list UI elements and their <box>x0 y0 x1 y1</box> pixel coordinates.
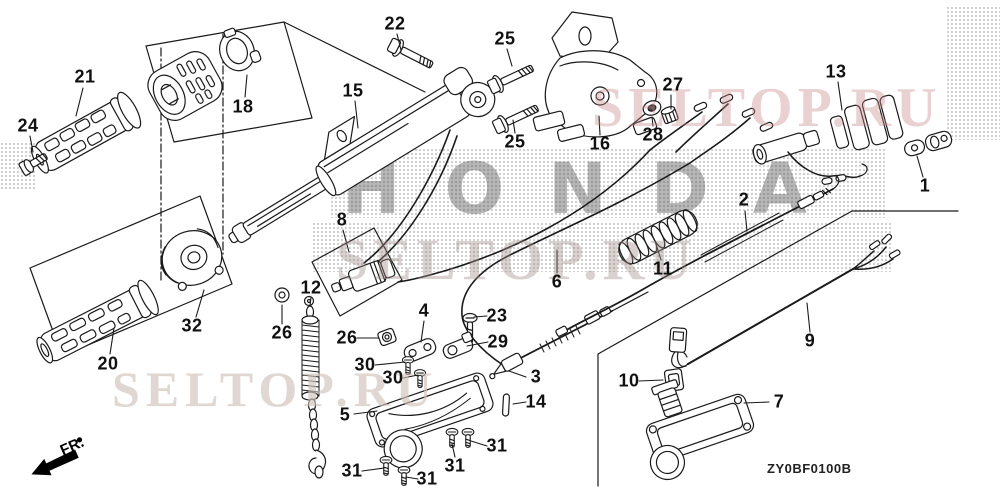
callout-leader-lines <box>29 33 924 480</box>
leader-31-35 <box>470 440 488 447</box>
leader-14-30 <box>512 401 527 405</box>
callout-15-8: 15 <box>342 80 364 101</box>
halftone-band-lower <box>312 222 892 272</box>
leader-31-33 <box>405 476 419 480</box>
cable-switch <box>331 258 396 293</box>
callout-20-4: 20 <box>97 353 119 374</box>
callout-10-21: 10 <box>618 370 640 391</box>
callout-4-24: 4 <box>418 300 430 321</box>
leader-1-15 <box>916 155 924 178</box>
grip-screw <box>18 153 48 176</box>
wire-connectors <box>649 93 774 164</box>
leader-5-31 <box>353 410 378 415</box>
callout-27-12: 27 <box>662 74 684 95</box>
cable-zone-boundary <box>597 210 959 487</box>
callout-8-19: 8 <box>336 209 348 230</box>
callout-22-7: 22 <box>384 13 406 34</box>
switch-wire-rod <box>671 233 901 369</box>
clamp-ring <box>219 27 262 72</box>
leader-21-0 <box>75 87 84 117</box>
callout-31-33: 31 <box>416 468 438 489</box>
callout-31-35: 31 <box>486 435 508 456</box>
callout-29-26: 29 <box>487 331 509 352</box>
leader-30-27 <box>374 361 406 366</box>
callout-32-3: 32 <box>181 315 203 336</box>
leader-25-10 <box>512 119 516 134</box>
callout-12-6: 12 <box>300 277 322 298</box>
leader-32-3 <box>195 289 205 318</box>
callout-31-34: 31 <box>444 455 466 476</box>
halftone-band-upper <box>330 148 886 218</box>
throttle-drum <box>160 228 224 291</box>
callout-25-10: 25 <box>504 131 526 152</box>
leader-16-11 <box>598 115 601 136</box>
leader-23-25 <box>473 315 488 318</box>
leader-30-28 <box>402 374 419 379</box>
diagram-part-code: ZY0BF0100B <box>767 461 852 476</box>
leader-22-7 <box>396 33 402 51</box>
callout-26-23: 26 <box>336 327 358 348</box>
grommet-washer <box>642 100 662 116</box>
stop-switch-lanyard <box>752 94 953 185</box>
callout-21-0: 21 <box>74 66 96 87</box>
leader-24-1 <box>29 135 34 153</box>
callout-5-31: 5 <box>339 404 351 425</box>
leader-28-13 <box>651 116 654 127</box>
leader-13-14 <box>837 81 843 111</box>
cable-nut <box>660 106 679 125</box>
callout-2-16: 2 <box>738 189 750 210</box>
callout-28-13: 28 <box>642 124 664 145</box>
callout-13-14: 13 <box>825 61 847 82</box>
corrugated-boot <box>618 209 698 265</box>
leader-12-6 <box>309 296 312 307</box>
callout-6-18: 6 <box>551 271 563 292</box>
leader-7-22 <box>743 401 770 404</box>
halftone-strip-right <box>946 6 1000 140</box>
throttle-cables <box>363 129 691 366</box>
leader-18-2 <box>244 74 248 98</box>
callout-30-27: 30 <box>354 354 376 375</box>
leader-31-32 <box>361 467 385 472</box>
callout-18-2: 18 <box>232 96 254 117</box>
callout-24-1: 24 <box>17 115 39 136</box>
fr-direction-arrow <box>31 437 83 476</box>
leader-20-4 <box>109 327 115 355</box>
leader-2-16 <box>744 210 748 232</box>
leader-15-8 <box>354 100 359 129</box>
mount-bracket <box>532 11 658 142</box>
callout-31-32: 31 <box>341 460 363 481</box>
leader-10-21 <box>638 379 664 382</box>
callout-23-25: 23 <box>486 305 508 326</box>
callout-16-11: 16 <box>589 133 611 154</box>
callout-7-22: 7 <box>773 391 785 412</box>
callout-26-5: 26 <box>271 322 293 343</box>
callout-25-9: 25 <box>494 28 516 49</box>
leader-25-9 <box>506 48 513 67</box>
leader-29-26 <box>466 341 489 347</box>
leader-8-19 <box>342 229 350 253</box>
leader-31-34 <box>451 443 456 458</box>
callout-30-28: 30 <box>382 367 404 388</box>
leader-9-20 <box>806 302 811 333</box>
callout-11-17: 11 <box>652 258 674 279</box>
callout-9-20: 9 <box>804 330 816 351</box>
cable-switch-panel <box>311 227 403 317</box>
callout-1-15: 1 <box>919 175 931 196</box>
shift-bracket-group <box>645 327 755 481</box>
steering-handle-tube <box>228 66 496 244</box>
callout-3-29: 3 <box>530 366 542 387</box>
leader-3-29 <box>508 370 527 378</box>
bearing-cage <box>147 51 223 121</box>
inner-grip-sleeve <box>36 279 159 364</box>
lower-case-hardware <box>366 312 511 486</box>
callout-14-30: 14 <box>525 391 547 412</box>
leader-4-24 <box>420 320 425 343</box>
leader-11-17 <box>656 246 662 261</box>
remote-throttle-cable <box>555 175 840 337</box>
